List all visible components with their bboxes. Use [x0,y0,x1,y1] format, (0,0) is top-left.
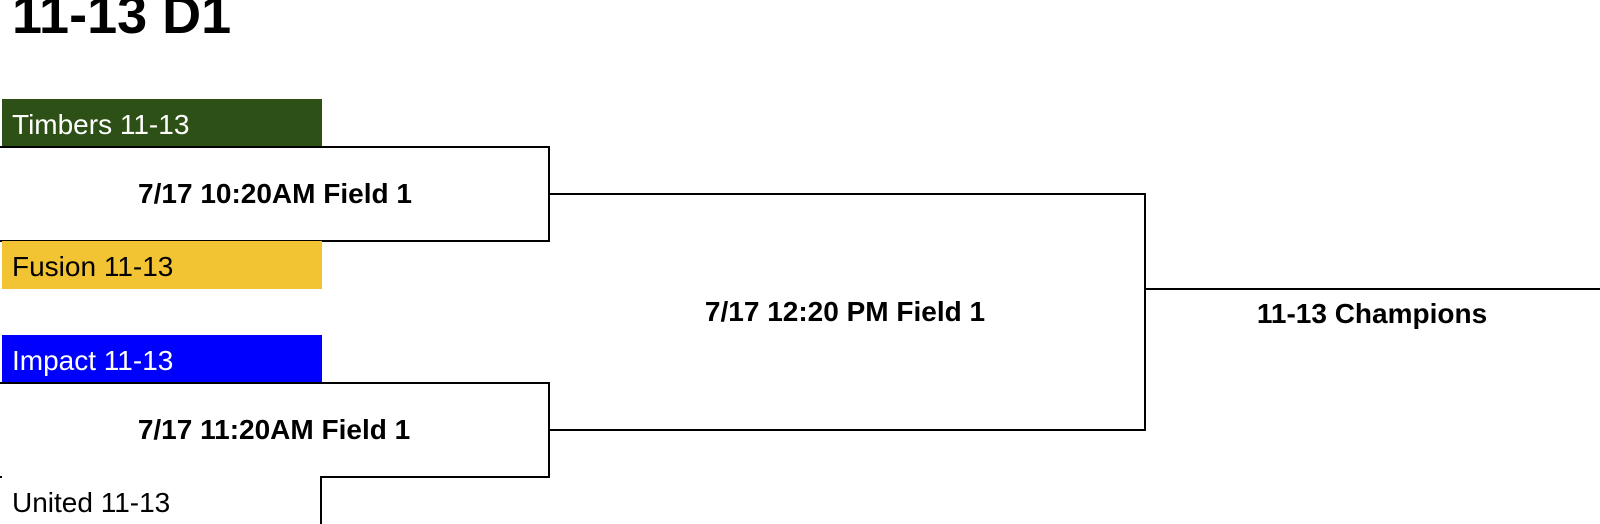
final-game-label: 7/17 12:20 PM Field 1 [704,296,986,327]
bracket-title: 11-13 D1 [12,0,232,45]
champion-label: 11-13 Champions [1256,298,1488,329]
champion-line [1144,288,1600,290]
semifinal-1-connector [548,193,1146,195]
semifinal-2-label: 7/17 11:20AM Field 1 [137,414,411,445]
team-slot-united: United 11-13 [2,476,322,524]
semifinal-2-connector [548,429,1146,431]
team-slot-impact: Impact 11-13 [2,335,322,383]
team-slot-fusion: Fusion 11-13 [2,241,322,289]
semifinal-1-label: 7/17 10:20AM Field 1 [138,178,412,209]
final-vertical-connector [1144,193,1146,431]
team-slot-timbers: Timbers 11-13 [2,99,322,147]
